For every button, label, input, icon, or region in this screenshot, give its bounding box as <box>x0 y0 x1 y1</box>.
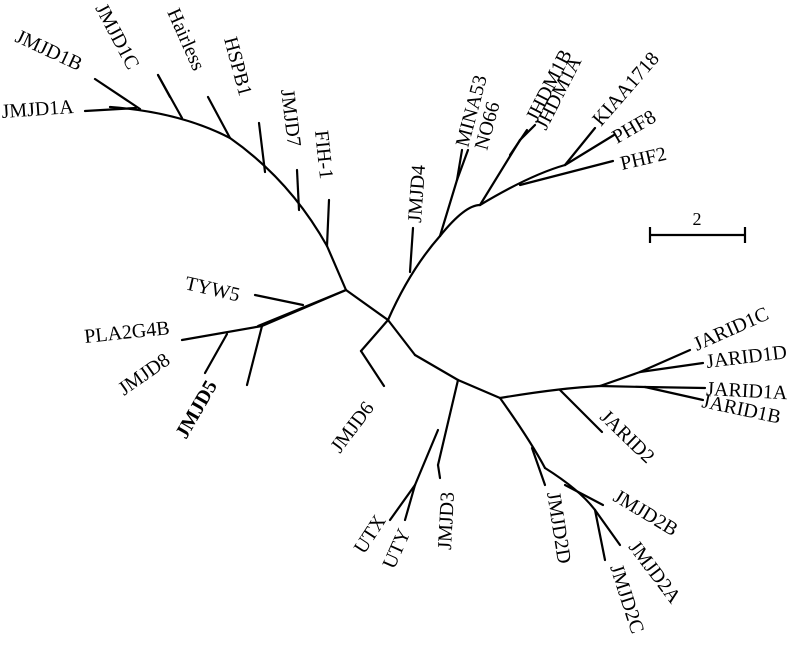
branch-jmjd7 <box>295 168 301 212</box>
branch-utx-uty-stem <box>413 428 440 487</box>
branch-center-to-lower-right <box>413 353 460 382</box>
branch-pla2g4b <box>180 324 264 342</box>
label-hspb1: HSPB1 <box>219 35 256 99</box>
label-jmjd3: JMJD3 <box>434 491 459 550</box>
branch-jarid1a <box>643 385 707 390</box>
label-jarid2: JARID2 <box>596 406 659 468</box>
branch-jmjd1a <box>83 106 138 113</box>
label-hairless: Hairless <box>162 5 209 74</box>
branch-jmjd2c <box>593 508 607 562</box>
branch-jmjd2d <box>530 446 547 487</box>
branch-phf-stem <box>478 163 567 207</box>
branch-root-to-upper-left <box>325 244 348 292</box>
label-jmjd1b: JMJD1B <box>12 26 86 76</box>
branch-jmjd4 <box>408 226 415 274</box>
branch-jmjd5 <box>245 324 264 387</box>
scale-bar-label: 2 <box>693 209 702 229</box>
label-jmjd4: JMJD4 <box>404 164 430 223</box>
branch-jmjd3-stem <box>436 378 460 467</box>
label-jmjd2d: JMJD2D <box>542 490 575 565</box>
branch-fih1 <box>325 198 331 248</box>
branch-lower-right-to-jarid <box>456 378 502 400</box>
scale-bar-line <box>648 227 747 243</box>
label-jmjd1c: JMJD1C <box>91 0 144 73</box>
branch-jmjd6 <box>359 349 386 388</box>
branch-phf8 <box>563 133 616 167</box>
branch-jmjd3 <box>436 463 442 480</box>
branch-jmjd1c <box>156 73 172 99</box>
branch-jarid1-backbone <box>498 384 602 400</box>
branch-jmjd8 <box>203 332 229 375</box>
label-fih1: FIH-1 <box>310 129 337 180</box>
branch-lower-left-stem <box>260 288 348 328</box>
branch-kiaa1718 <box>563 126 597 167</box>
label-jmjd1a: JMJD1A <box>1 96 75 123</box>
branch-uty <box>403 483 417 522</box>
branch-utx <box>388 483 417 522</box>
branch-center-to-jmjd6-node <box>386 318 417 357</box>
branch-jarid1c <box>638 348 692 374</box>
label-jmjd6: JMJD6 <box>326 398 378 457</box>
branch-jhdm1b <box>508 128 529 157</box>
branch-jarid2 <box>558 388 604 434</box>
label-jmjd5: JMJD5 <box>171 377 222 443</box>
branch-jarid1cd-stem <box>598 370 642 388</box>
label-jmjd8: JMJD8 <box>114 349 174 400</box>
branch-hairless <box>206 95 232 140</box>
branch-jarid1ab-stem <box>598 384 647 389</box>
branch-jhdm1a <box>518 123 537 142</box>
branch-jmjd2-stem <box>498 396 547 470</box>
branch-jmjd2a <box>593 508 622 547</box>
branch-no66 <box>455 148 470 182</box>
label-phf2: PHF2 <box>618 143 668 175</box>
branch-root-to-center <box>344 288 390 322</box>
tree-branches <box>83 73 707 562</box>
branch-jmjd1b <box>93 77 142 111</box>
branch-jmjd6-join <box>359 318 390 353</box>
branch-jmjd2b <box>563 483 605 507</box>
branch-jarid1d <box>638 361 705 374</box>
branch-upper-right-backbone <box>438 203 482 238</box>
label-pla2g4b: PLA2G4B <box>83 317 170 348</box>
branch-mina53-no66-stem <box>438 178 459 238</box>
branch-jarid1b <box>643 385 705 402</box>
label-jarid1a: JARID1A <box>706 378 789 404</box>
branch-phf2 <box>518 159 615 187</box>
label-jmjd2b: JMJD2B <box>609 485 681 540</box>
branch-upper-right-stem <box>386 234 442 322</box>
branch-tyw5 <box>253 293 305 307</box>
branch-hspb1 <box>257 121 267 174</box>
label-jmjd7: JMJD7 <box>276 88 305 148</box>
label-tyw5: TYW5 <box>183 272 242 306</box>
scale-bar: 2 <box>648 209 747 243</box>
